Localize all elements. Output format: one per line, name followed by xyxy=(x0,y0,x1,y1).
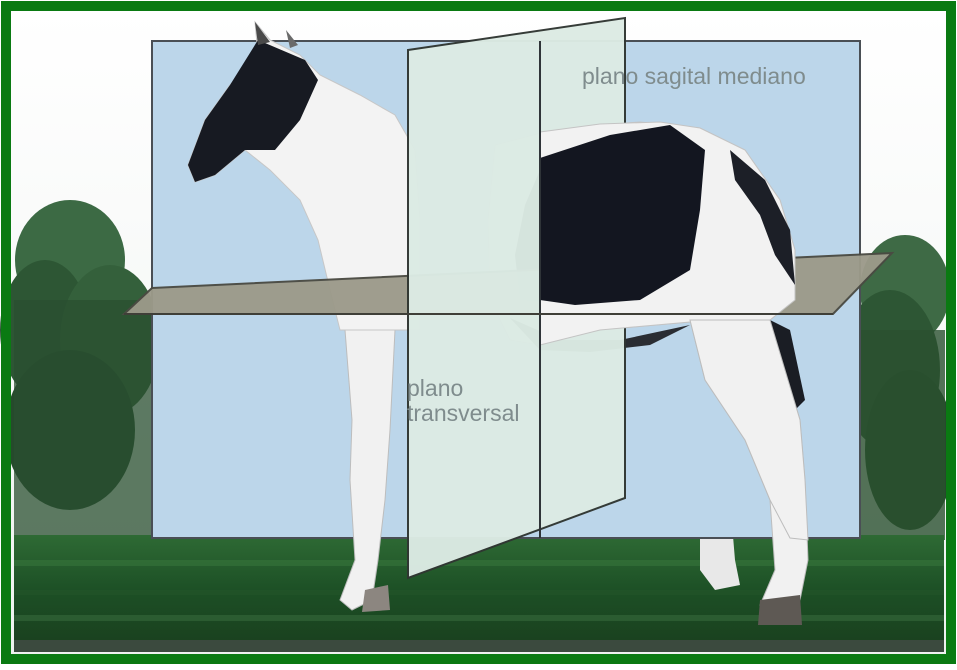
transverse-label-line2: transversal xyxy=(407,401,519,426)
sagittal-plane-label: plano sagital mediano xyxy=(582,64,806,89)
transverse-plane-label: plano transversal xyxy=(407,376,519,427)
ground-edge xyxy=(14,640,944,652)
transverse-label-line1: plano xyxy=(407,376,519,401)
